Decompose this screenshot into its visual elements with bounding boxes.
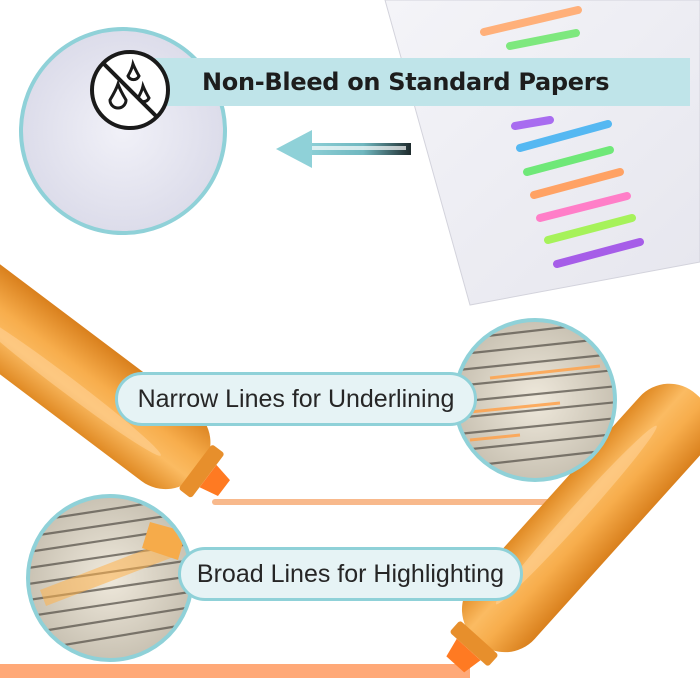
marker-tip-closeup: [142, 522, 186, 560]
feature-pill-narrow-lines: Narrow Lines for Underlining: [115, 372, 477, 426]
no-bleed-drops-icon: [90, 50, 170, 130]
paper-sheet: [384, 0, 700, 306]
feature-label-broad-lines: Broad Lines for Highlighting: [196, 559, 505, 588]
feature-banner-non-bleed: Non-Bleed on Standard Papers: [150, 58, 690, 106]
feature-pill-broad-lines: Broad Lines for Highlighting: [178, 547, 523, 601]
marker-narrow-tip: [0, 252, 230, 498]
left-arrow-icon: [276, 130, 411, 168]
highlight-closeup-circle: [26, 494, 194, 662]
feature-label-narrow-lines: Narrow Lines for Underlining: [137, 384, 455, 413]
broad-ink-line: [0, 664, 470, 678]
color-swatches: [480, 6, 644, 268]
feature-label-non-bleed: Non-Bleed on Standard Papers: [202, 68, 610, 96]
underline-closeup-circle: [453, 318, 617, 482]
marker-broad-tip: [446, 383, 700, 673]
